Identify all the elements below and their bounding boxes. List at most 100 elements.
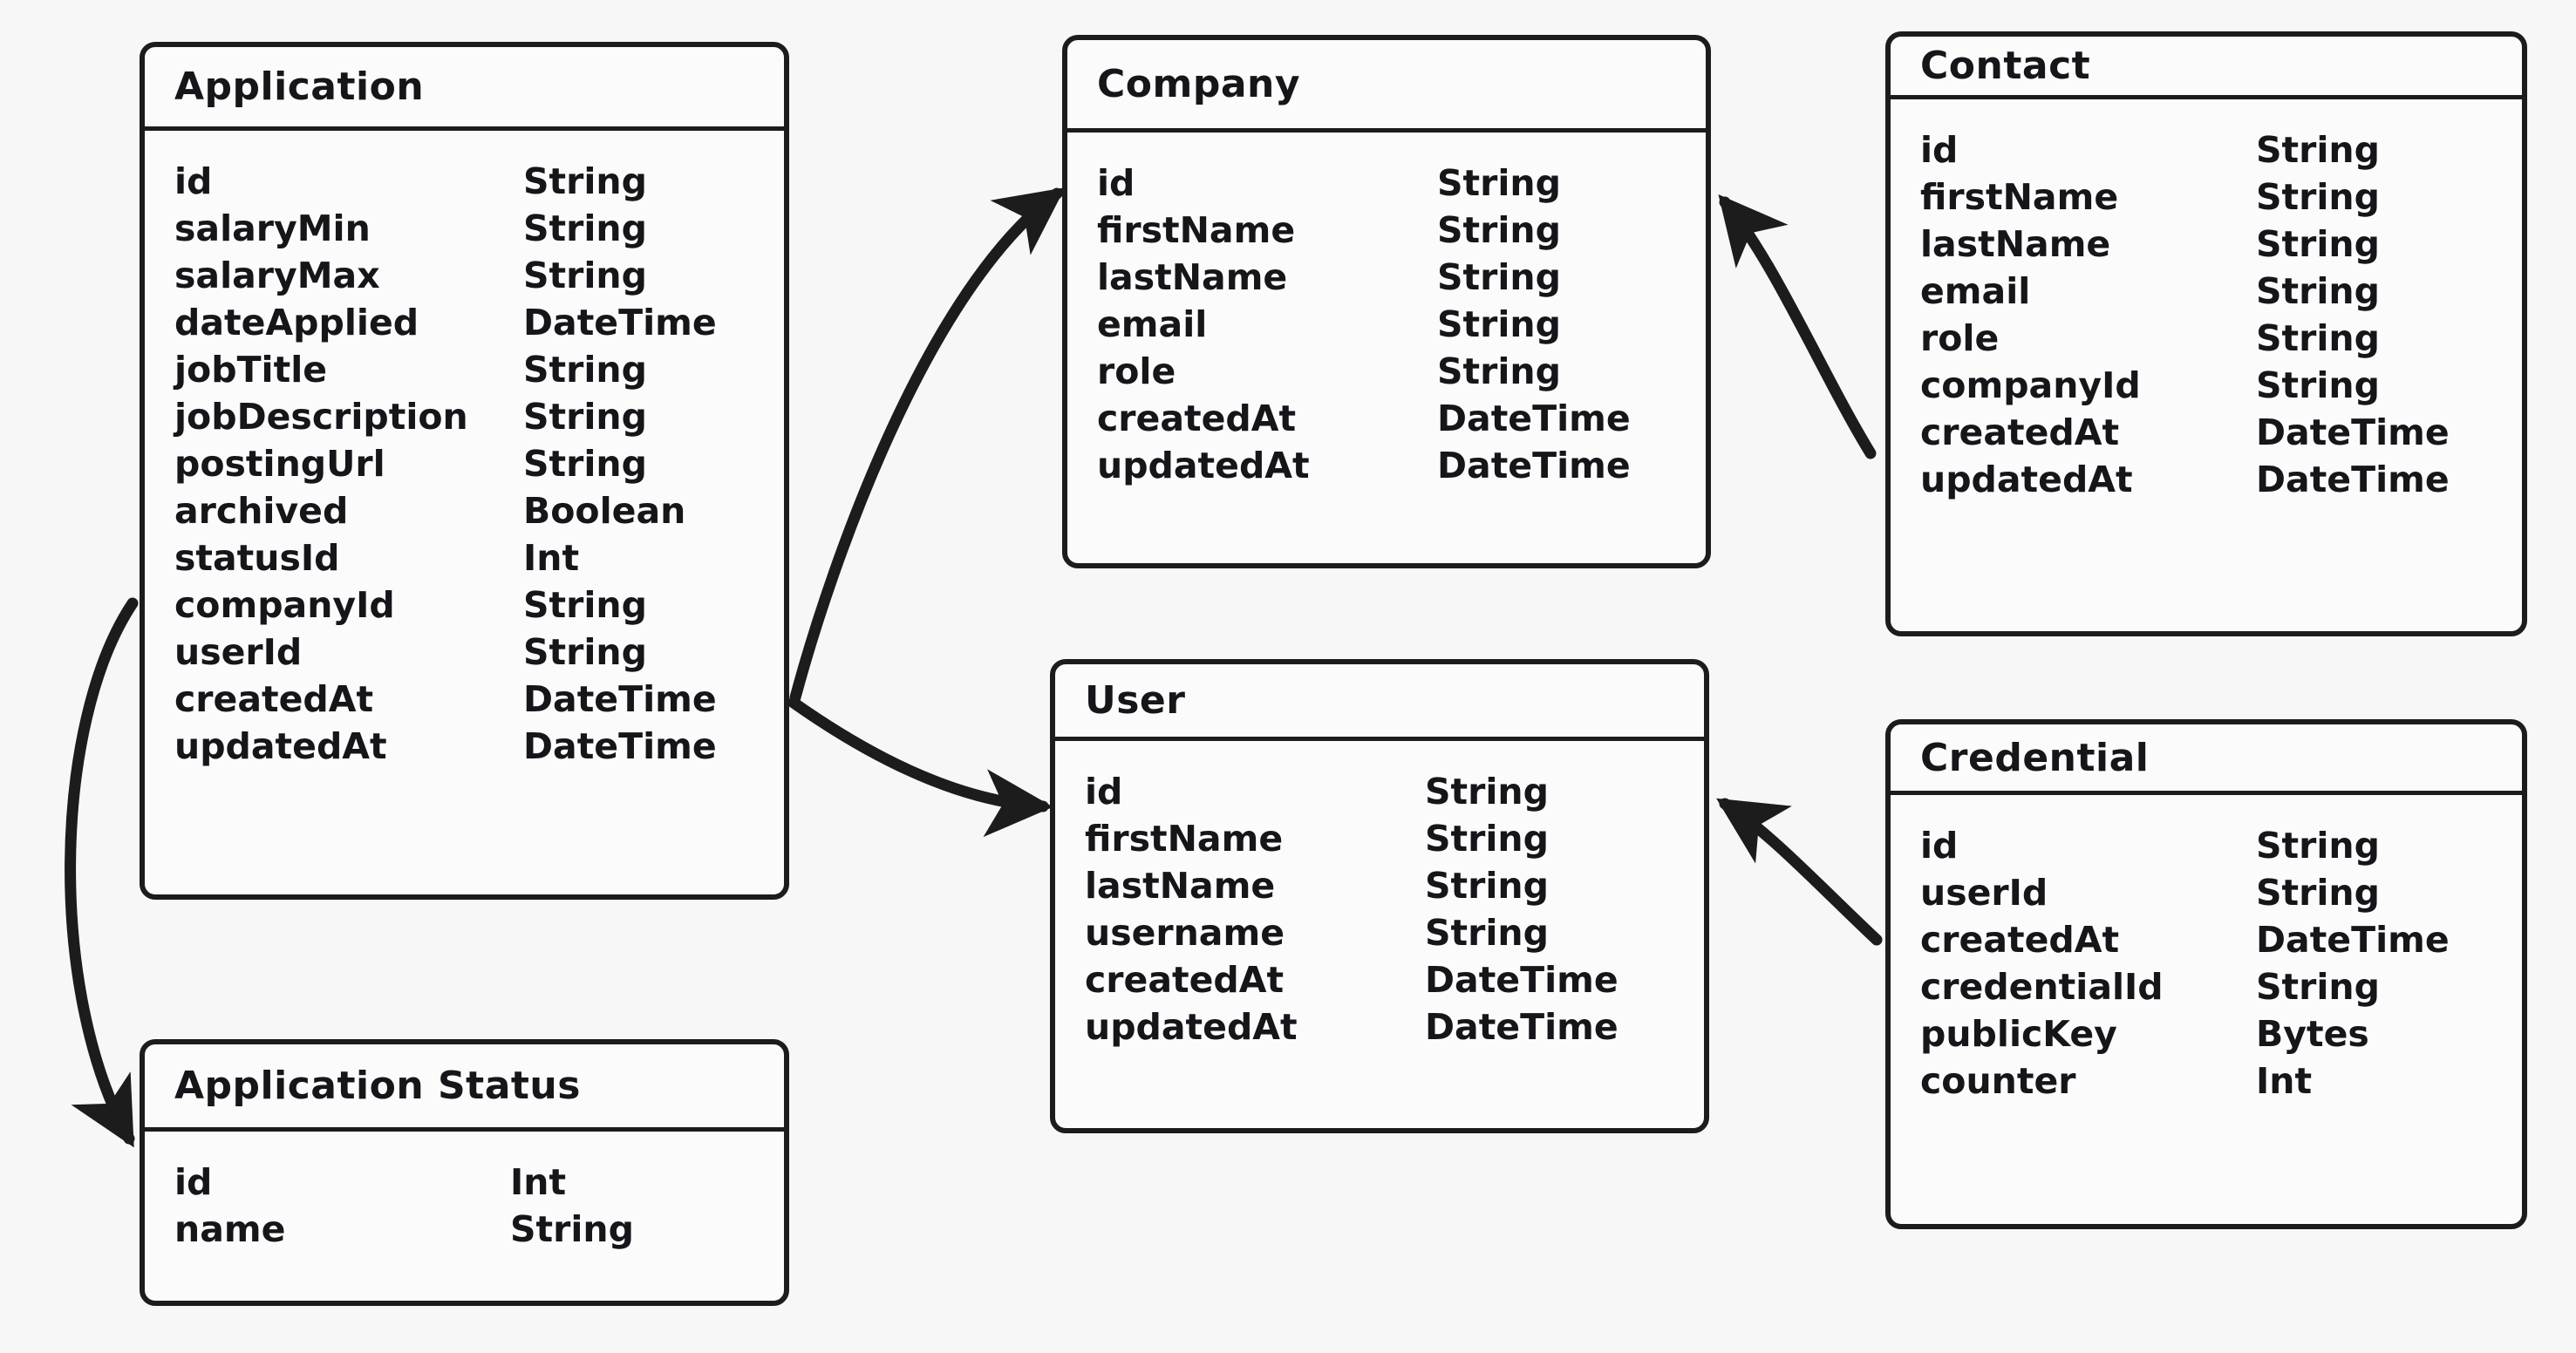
field-row: email String: [1097, 303, 1706, 350]
field-type: DateTime: [1437, 445, 1631, 486]
field-name: lastName: [1085, 865, 1276, 907]
field-row: username String: [1085, 912, 1704, 959]
entity-contact[interactable]: Contact id String firstName String lastN…: [1885, 31, 2527, 636]
field-name: firstName: [1920, 176, 2119, 218]
entity-user-fields: id String firstName String lastName Stri…: [1055, 741, 1704, 1053]
field-name: salaryMax: [174, 255, 380, 296]
field-name: username: [1085, 912, 1285, 954]
entity-application[interactable]: Application id String salaryMin String s…: [140, 42, 789, 900]
field-name: firstName: [1085, 818, 1284, 860]
field-type: Int: [510, 1161, 567, 1203]
field-name: archived: [174, 490, 349, 532]
field-name: createdAt: [1085, 959, 1285, 1001]
field-type: DateTime: [1425, 959, 1619, 1001]
entity-application-title: Application: [174, 65, 425, 109]
field-name: firstName: [1097, 209, 1296, 251]
field-row: id String: [1920, 129, 2522, 176]
field-name: jobTitle: [174, 349, 328, 391]
entity-user[interactable]: User id String firstName String lastName…: [1050, 659, 1709, 1133]
field-type: Bytes: [2256, 1013, 2369, 1055]
entity-application-status[interactable]: Application Status id Int name String: [140, 1039, 789, 1306]
field-name: updatedAt: [1097, 445, 1310, 486]
field-type: String: [2256, 825, 2380, 867]
entity-contact-header: Contact: [1891, 37, 2522, 99]
field-name: createdAt: [1097, 398, 1297, 439]
field-row: firstName String: [1097, 209, 1706, 256]
entity-company-fields: id String firstName String lastName Stri…: [1067, 133, 1706, 492]
field-type: String: [2256, 317, 2380, 359]
field-type: String: [523, 584, 647, 626]
field-row: id String: [174, 160, 784, 207]
field-name: updatedAt: [174, 725, 387, 767]
field-type: String: [2256, 872, 2380, 914]
field-row: userId String: [1920, 872, 2522, 919]
field-type: DateTime: [2256, 459, 2450, 500]
field-row: companyId String: [174, 584, 784, 631]
entity-company[interactable]: Company id String firstName String lastN…: [1062, 35, 1711, 568]
entity-credential-header: Credential: [1891, 724, 2522, 795]
field-name: credentialId: [1920, 966, 2164, 1008]
field-name: companyId: [174, 584, 395, 626]
field-type: String: [1425, 865, 1549, 907]
field-row: role String: [1920, 317, 2522, 364]
field-name: postingUrl: [174, 443, 385, 485]
field-name: dateApplied: [174, 302, 419, 343]
field-row: id Int: [174, 1161, 784, 1208]
entity-contact-title: Contact: [1920, 44, 2091, 88]
field-name: publicKey: [1920, 1013, 2117, 1055]
field-row: firstName String: [1920, 176, 2522, 223]
field-name: createdAt: [1920, 919, 2120, 961]
field-name: userId: [174, 631, 303, 673]
field-type: String: [1437, 162, 1561, 204]
field-name: role: [1920, 317, 2000, 359]
field-row: statusId Int: [174, 537, 784, 584]
field-type: String: [1425, 818, 1549, 860]
field-row: createdAt DateTime: [174, 678, 784, 725]
field-row: lastName String: [1085, 865, 1704, 912]
edge-application-to-user: [787, 697, 1053, 838]
field-row: lastName String: [1920, 223, 2522, 270]
field-row: id String: [1085, 771, 1704, 818]
field-row: archived Boolean: [174, 490, 784, 537]
field-row: name String: [174, 1208, 784, 1255]
field-name: lastName: [1097, 256, 1288, 298]
field-type: String: [2256, 176, 2380, 218]
field-name: id: [174, 160, 213, 202]
entity-user-header: User: [1055, 664, 1704, 741]
field-name: email: [1920, 270, 2031, 312]
field-type: String: [2256, 223, 2380, 265]
field-name: statusId: [174, 537, 340, 579]
field-name: id: [174, 1161, 213, 1203]
field-row: updatedAt DateTime: [1920, 459, 2522, 506]
field-type: String: [523, 207, 647, 249]
field-row: credentialId String: [1920, 966, 2522, 1013]
field-row: id String: [1920, 825, 2522, 872]
entity-company-header: Company: [1067, 40, 1706, 133]
entity-contact-fields: id String firstName String lastName Stri…: [1891, 99, 2522, 506]
field-type: String: [1437, 303, 1561, 345]
entity-credential[interactable]: Credential id String userId String creat…: [1885, 719, 2527, 1229]
field-row: salaryMax String: [174, 255, 784, 302]
field-type: String: [2256, 966, 2380, 1008]
field-row: salaryMin String: [174, 207, 784, 255]
field-type: String: [2256, 364, 2380, 406]
field-type: String: [1425, 771, 1549, 812]
field-row: createdAt DateTime: [1097, 398, 1706, 445]
field-type: Int: [523, 537, 580, 579]
field-name: id: [1085, 771, 1123, 812]
entity-application-fields: id String salaryMin String salaryMax Str…: [145, 131, 784, 772]
entity-application-status-title: Application Status: [174, 1064, 581, 1108]
field-type: String: [523, 255, 647, 296]
edge-contact-to-company: [1718, 194, 1877, 459]
edge-credential-to-user: [1716, 798, 1883, 946]
field-type: DateTime: [2256, 919, 2450, 961]
entity-application-status-header: Application Status: [145, 1044, 784, 1132]
field-type: DateTime: [523, 678, 717, 720]
field-row: userId String: [174, 631, 784, 678]
field-type: Boolean: [523, 490, 686, 532]
field-name: companyId: [1920, 364, 2141, 406]
field-type: DateTime: [2256, 411, 2450, 453]
field-type: String: [1425, 912, 1549, 954]
field-name: createdAt: [174, 678, 374, 720]
